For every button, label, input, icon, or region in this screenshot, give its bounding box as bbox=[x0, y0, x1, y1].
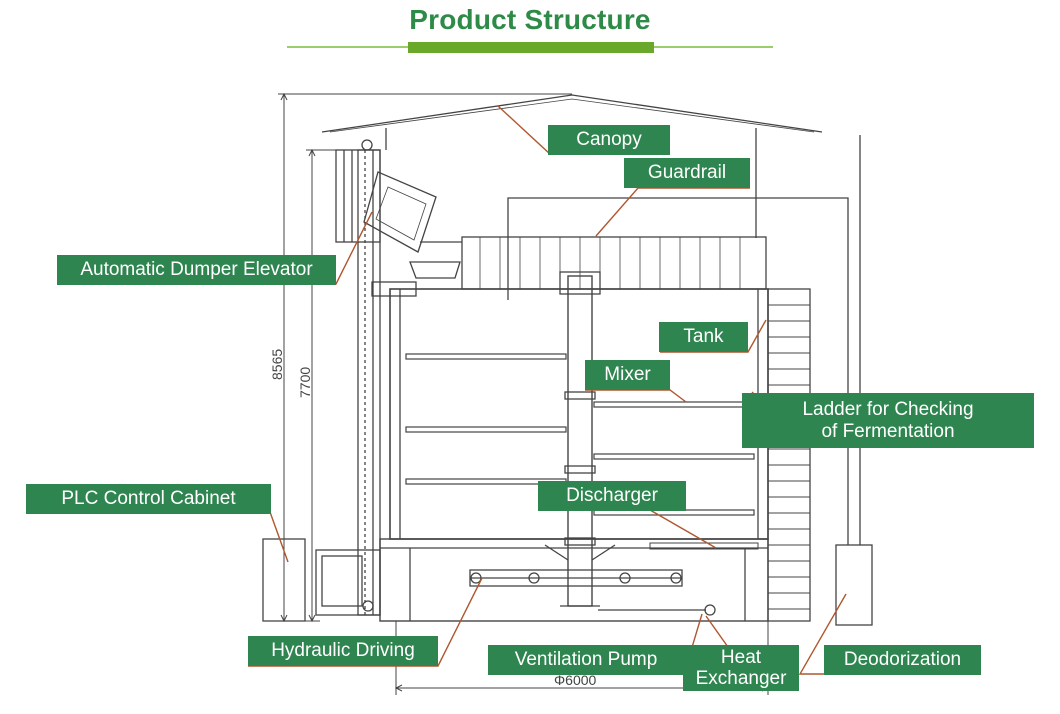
dumper-bucket bbox=[363, 171, 437, 253]
label-automatic-dumper-elevator: Automatic Dumper Elevator bbox=[57, 255, 336, 285]
label-mixer: Mixer bbox=[585, 360, 670, 390]
base-frame bbox=[379, 538, 769, 622]
leader-mixer bbox=[585, 389, 687, 403]
leader-guardrail bbox=[595, 187, 750, 237]
dim-width: Φ6000 bbox=[554, 672, 597, 688]
exhaust-pipe bbox=[507, 197, 849, 545]
label-plc-control-cabinet: PLC Control Cabinet bbox=[26, 484, 271, 514]
label-ventilation-pump: Ventilation Pump bbox=[488, 645, 684, 675]
label-heat-line2: Exchanger bbox=[695, 668, 787, 689]
label-ladder: Ladder for Checking of Fermentation bbox=[742, 393, 1034, 448]
dim-height-tank: 7700 bbox=[297, 367, 313, 398]
leader-tank bbox=[660, 319, 767, 353]
label-tank: Tank bbox=[659, 322, 748, 352]
page-title: Product Structure bbox=[409, 4, 651, 35]
label-ladder-line1: Ladder for Checking bbox=[802, 398, 974, 420]
drive-housing bbox=[315, 549, 381, 616]
title-underline-accent bbox=[408, 42, 654, 53]
mixer-shaft bbox=[567, 275, 593, 607]
label-heat-line1: Heat bbox=[720, 647, 762, 668]
label-deodorization: Deodorization bbox=[824, 645, 981, 675]
label-discharger: Discharger bbox=[538, 481, 686, 511]
label-guardrail: Guardrail bbox=[624, 158, 750, 188]
leader-plc bbox=[26, 511, 289, 563]
label-hydraulic-driving: Hydraulic Driving bbox=[248, 636, 438, 666]
dim-height-total: 8565 bbox=[269, 349, 285, 380]
deodorization-unit bbox=[835, 544, 873, 626]
leader-hydraulic bbox=[248, 577, 483, 667]
ladder bbox=[767, 288, 811, 622]
canopy-roof bbox=[321, 94, 823, 133]
label-canopy: Canopy bbox=[548, 125, 670, 155]
leader-deodorization bbox=[798, 593, 847, 675]
label-heat-exchanger: Heat Exchanger bbox=[683, 645, 799, 691]
label-ladder-line2: of Fermentation bbox=[821, 420, 955, 442]
